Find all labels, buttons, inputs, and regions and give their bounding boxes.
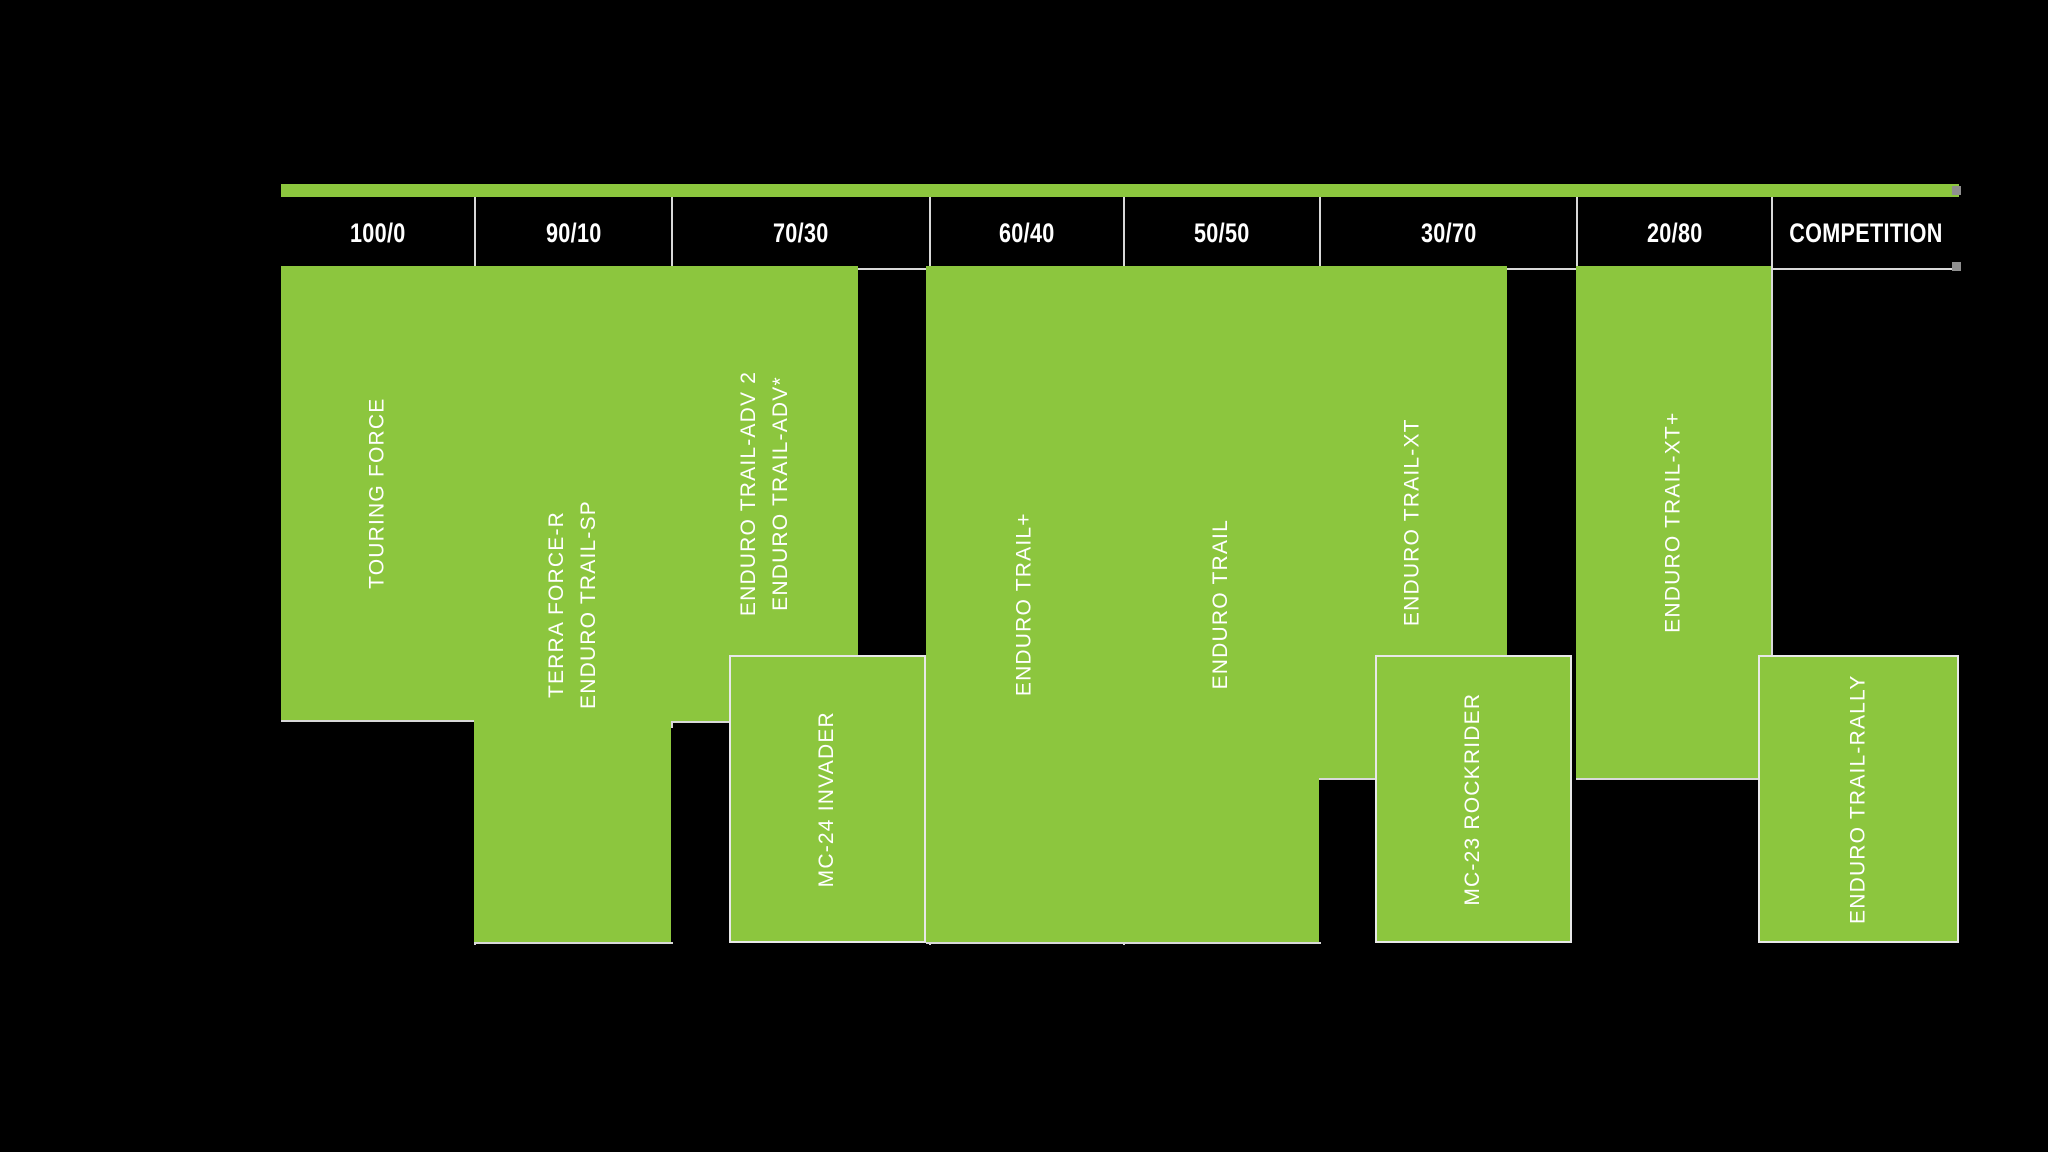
bar-baseline-enduro-trail-adv — [671, 721, 731, 723]
top-accent-rule — [281, 184, 1959, 197]
bar-label-enduro-trail-adv: ENDURO TRAIL-ADV 2 ENDURO TRAIL-ADV* — [733, 371, 796, 616]
plot-divider-7 — [1771, 268, 1773, 658]
header-cell-70-30[interactable]: 70/30 — [672, 197, 930, 269]
bar-baseline-terra-force-r — [474, 942, 673, 944]
header-row: 100/0 90/10 70/30 60/40 50/50 30/70 20/8… — [281, 197, 1959, 269]
bar-enduro-trail[interactable]: ENDURO TRAIL — [1123, 266, 1319, 942]
bar-label-enduro-trail: ENDURO TRAIL — [1208, 518, 1232, 690]
header-label: 30/70 — [1420, 217, 1477, 248]
header-label: 60/40 — [999, 217, 1055, 248]
bar-terra-force-r[interactable]: TERRA FORCE-R ENDURO TRAIL-SP — [474, 266, 671, 942]
header-cell-30-70[interactable]: 30/70 — [1320, 197, 1577, 269]
bar-label-enduro-trail-xt-plus: ENDURO TRAIL-XT+ — [1661, 411, 1685, 633]
header-cell-20-80[interactable]: 20/80 — [1577, 197, 1772, 269]
column-divider-4 — [1123, 197, 1125, 269]
bar-label-line-2: ENDURO TRAIL-SP — [576, 499, 600, 709]
bar-label-mc24-invader: MC-24 INVADER — [815, 710, 839, 888]
header-label: 50/50 — [1194, 217, 1250, 248]
bar-label-enduro-trail-xt: ENDURO TRAIL-XT — [1400, 418, 1424, 626]
bar-mc24-invader[interactable]: MC-24 INVADER — [729, 655, 926, 943]
bar-baseline-touring-force — [281, 720, 477, 722]
bar-enduro-trail-xt-plus[interactable]: ENDURO TRAIL-XT+ — [1576, 266, 1771, 778]
column-divider-3 — [929, 197, 931, 269]
header-label: COMPETITION — [1788, 217, 1943, 248]
header-cell-competition[interactable]: COMPETITION — [1772, 197, 1959, 269]
bar-enduro-trail-rally[interactable]: ENDURO TRAIL-RALLY — [1758, 655, 1959, 943]
column-divider-2 — [671, 197, 673, 269]
header-cell-90-10[interactable]: 90/10 — [475, 197, 672, 269]
bar-label-terra-force-r: TERRA FORCE-R ENDURO TRAIL-SP — [541, 500, 604, 709]
bar-enduro-trail-adv[interactable]: ENDURO TRAIL-ADV 2 ENDURO TRAIL-ADV* — [671, 266, 858, 721]
bar-baseline-enduro-trail-plus — [926, 942, 1125, 944]
bar-mc23-rockrider[interactable]: MC-23 ROCKRIDER — [1375, 655, 1572, 943]
header-label: 90/10 — [545, 217, 602, 248]
column-divider-6 — [1576, 197, 1578, 269]
bar-label-mc23-rockrider: MC-23 ROCKRIDER — [1461, 692, 1485, 906]
column-divider-7 — [1771, 197, 1773, 269]
header-cell-60-40[interactable]: 60/40 — [930, 197, 1124, 269]
bar-label-line-1: TERRA FORCE-R — [545, 510, 569, 698]
column-divider-1 — [474, 197, 476, 269]
bar-label-enduro-trail-plus: ENDURO TRAIL+ — [1012, 512, 1036, 696]
bar-baseline-enduro-trail — [1123, 942, 1321, 944]
bar-label-enduro-trail-rally: ENDURO TRAIL-RALLY — [1846, 674, 1870, 924]
header-label: 20/80 — [1646, 217, 1703, 248]
bar-touring-force[interactable]: TOURING FORCE — [281, 266, 475, 720]
corner-tick-top-right — [1952, 186, 1961, 195]
header-cell-100-0[interactable]: 100/0 — [281, 197, 475, 269]
bar-label-line-1: ENDURO TRAIL-ADV 2 — [737, 370, 761, 617]
bar-label-line-2: ENDURO TRAIL-ADV* — [768, 376, 792, 611]
column-divider-5 — [1319, 197, 1321, 269]
corner-tick-mid-right — [1952, 262, 1961, 271]
bar-enduro-trail-plus[interactable]: ENDURO TRAIL+ — [926, 266, 1123, 942]
bar-label-touring-force: TOURING FORCE — [365, 397, 389, 589]
header-label: 70/30 — [773, 217, 829, 248]
bar-baseline-enduro-trail-xt — [1319, 778, 1379, 780]
header-label: 100/0 — [350, 217, 406, 248]
bar-baseline-enduro-trail-xt-plus — [1576, 778, 1773, 780]
header-cell-50-50[interactable]: 50/50 — [1124, 197, 1320, 269]
